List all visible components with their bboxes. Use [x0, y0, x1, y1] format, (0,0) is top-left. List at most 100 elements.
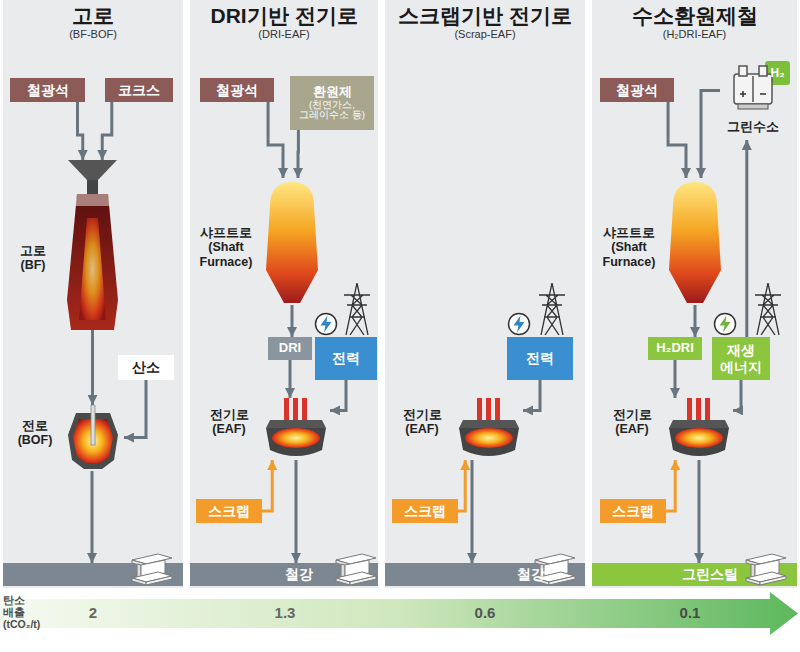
flow-arrow [330, 380, 346, 410]
beam-icon [132, 554, 172, 585]
beam-icon-part [336, 554, 376, 585]
column-title: DRI기반 전기로 [190, 4, 378, 28]
flow-arrow [471, 460, 474, 563]
box-label: 스크랩 [208, 503, 250, 519]
box-label: H₂DRI [656, 341, 694, 356]
furnace: 고로 (BF) [60, 160, 125, 330]
pylon-icon [344, 283, 370, 335]
flow-arrow [698, 460, 701, 563]
furnace-illustration [455, 398, 523, 460]
material-box: 전력 [507, 337, 573, 380]
pylon-icon [539, 283, 565, 335]
furnace-label: 전기로 (EAF) [393, 408, 451, 437]
process-column: 스크랩기반 전기로(Scrap-EAF)전력전기로 (EAF)스크랩철강 [385, 0, 585, 588]
furnace-illustration-part [477, 398, 482, 420]
product-label: 철강 [477, 563, 585, 586]
furnace-illustration [62, 405, 124, 470]
furnace-illustration-part [696, 398, 701, 420]
process-column: DRI기반 전기로(DRI-EAF)철광석환원제(천연가스, 그레이수소 등)샤… [190, 0, 378, 588]
power-icon [509, 314, 530, 335]
box-label: 전력 [526, 350, 554, 366]
emission-band [0, 592, 798, 635]
furnace-illustration-part [87, 180, 98, 194]
flow-arrow [262, 460, 272, 511]
column-title: 스크랩기반 전기로 [385, 4, 585, 28]
material-box: H₂DRI [648, 337, 702, 360]
furnace-illustration-part [669, 182, 721, 303]
furnace-illustration-part [266, 182, 318, 303]
emission-value: 0.1 [670, 603, 710, 623]
material-box: 환원제(천연가스, 그레이수소 등) [290, 76, 374, 130]
column-title: 고로 [3, 4, 183, 28]
electrolyzer-icon-part [738, 104, 768, 109]
emission-value: 0.6 [465, 603, 505, 623]
furnace-illustration-part [68, 160, 117, 180]
flow-arrow [458, 460, 465, 511]
electrolyzer-icon-part [759, 66, 767, 76]
furnace: 샤프트로 (Shaft Furnace) [665, 178, 725, 305]
flow-arrow [297, 130, 300, 178]
furnace-illustration-part [284, 398, 289, 420]
material-box: 코크스 [105, 78, 173, 102]
flow-arrow [295, 460, 298, 563]
flow-arrow [701, 91, 720, 178]
electrolyzer-icon-part [740, 91, 766, 97]
flow-arrow [91, 330, 94, 405]
h2-badge-label: H₂ [765, 61, 790, 85]
power-icon [316, 314, 337, 335]
furnace-illustration [665, 178, 725, 305]
axis-label: 탄소 배출 (tCO₂/t) [3, 594, 49, 630]
flow-arrow [668, 102, 686, 178]
material-box: 철광석 [10, 78, 85, 102]
box-label: 환원제 [313, 85, 352, 100]
flow-arrow [674, 360, 677, 398]
flow-arrow [523, 380, 540, 410]
flow-arrow [291, 305, 294, 337]
electrolyzer-label: 그린수소 [720, 118, 786, 136]
box-label: (천연가스, 그레이수소 등) [295, 100, 369, 122]
box-label: 코크스 [118, 82, 160, 98]
box-label: 산소 [132, 359, 160, 375]
furnace-illustration-part [266, 420, 326, 428]
product-label: 철강 [220, 563, 378, 586]
furnace-illustration [665, 398, 733, 460]
material-box: 스크랩 [392, 499, 458, 523]
material-box: 철광석 [200, 78, 274, 102]
product-label: 그린스틸 [622, 563, 797, 586]
flow-arrow [268, 102, 283, 178]
power-icon [715, 314, 736, 335]
material-box: 전력 [315, 337, 377, 380]
emission-value: 2 [73, 603, 113, 623]
h2-badge [765, 61, 790, 85]
furnace-illustration-part [266, 428, 326, 456]
furnace-illustration [262, 398, 330, 460]
box-label: 스크랩 [404, 503, 446, 519]
product-bar: 철강 [190, 563, 378, 586]
box-label: 철광석 [216, 82, 258, 98]
beam-icon-part [746, 554, 786, 585]
furnace-label: 전기로 (EAF) [200, 408, 258, 437]
box-label: 철광석 [27, 82, 69, 98]
furnace-illustration-part [459, 428, 519, 456]
furnace-illustration-part [91, 405, 95, 445]
column-subtitle: (H₂DRI-EAF) [592, 28, 797, 41]
column-title: 수소환원제철 [592, 4, 797, 28]
furnace-illustration-part [669, 420, 729, 428]
beam-icon [332, 552, 380, 588]
flow-arrow [666, 460, 675, 511]
process-column: 고로(BF-BOF)철광석코크스고로 (BF)산소전로 (BOF) [3, 0, 183, 588]
column-subtitle: (DRI-EAF) [190, 28, 378, 41]
material-box: 스크랩 [600, 499, 666, 523]
furnace: 전기로 (EAF) [455, 398, 523, 460]
flow-arrow [91, 471, 94, 563]
flow-arrow [733, 380, 741, 410]
furnace-illustration-part [459, 420, 519, 428]
furnace-label: 전기로 (EAF) [603, 408, 661, 437]
furnace-illustration-part [486, 398, 491, 420]
beam-icon [742, 552, 790, 588]
electrolyzer-icon-part [752, 76, 754, 102]
product-bar: 철강 [385, 563, 585, 586]
steel-bar [3, 563, 183, 586]
furnace-label: 전로 (BOF) [12, 419, 58, 448]
